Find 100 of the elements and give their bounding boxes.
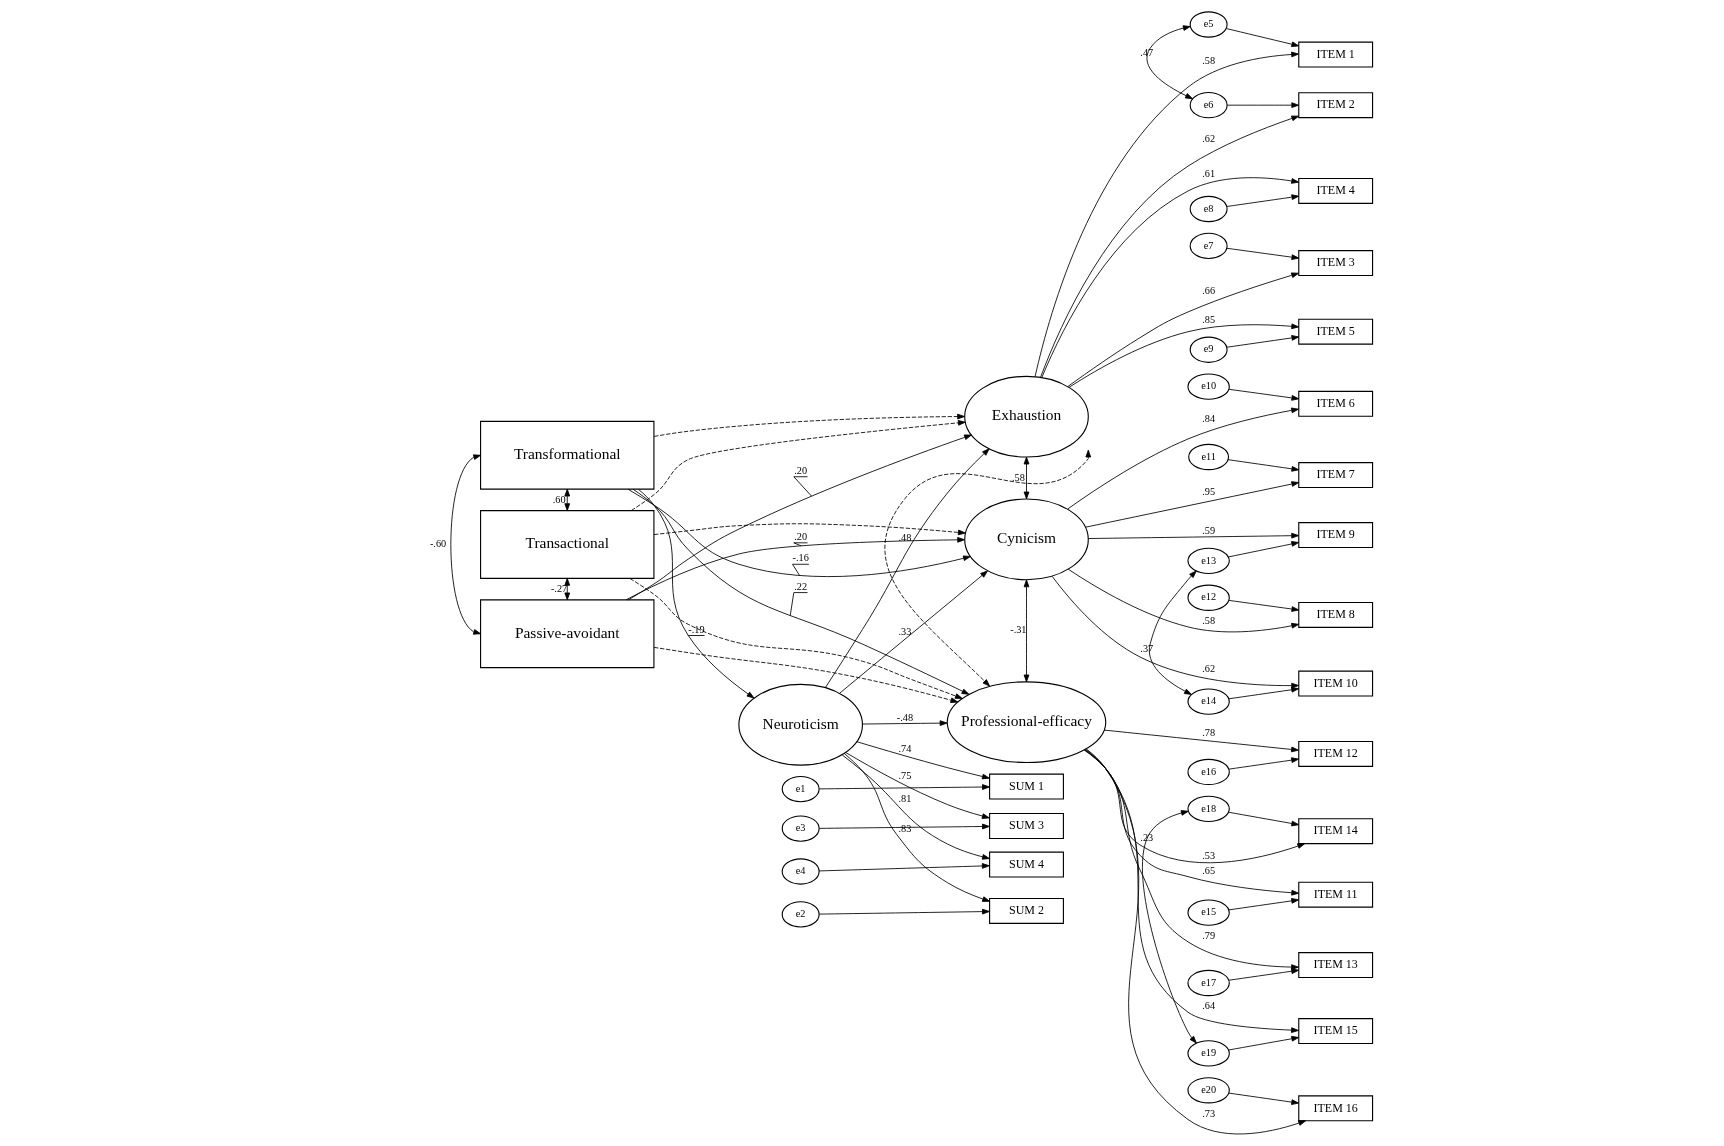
arrow — [632, 488, 970, 695]
arrow — [625, 537, 965, 601]
node-box: ITEM 14 — [1298, 818, 1374, 845]
arrow — [1023, 456, 1030, 500]
node-ellipse: e13 — [1187, 547, 1230, 574]
arrow — [1067, 407, 1299, 510]
arrow — [1228, 1092, 1299, 1105]
edge-label: .22 — [794, 580, 808, 592]
arrow — [1088, 532, 1300, 539]
arrow — [1041, 177, 1299, 378]
arrow — [1146, 25, 1193, 100]
arrow — [1051, 575, 1299, 689]
node-box: SUM 3 — [989, 813, 1064, 839]
edge-label: .60 — [552, 493, 566, 505]
node-box: ITEM 12 — [1298, 740, 1374, 767]
edge-label: .74 — [898, 742, 912, 754]
arrow — [1226, 102, 1300, 108]
arrow — [862, 720, 948, 726]
node-ellipse: e1 — [781, 775, 820, 803]
edge-label: .53 — [1202, 850, 1216, 862]
node-ellipse: e2 — [781, 901, 820, 928]
arrow — [1228, 968, 1299, 981]
arrow — [1228, 541, 1300, 558]
arrow — [845, 752, 990, 819]
edge-label: -.19 — [688, 623, 705, 635]
arrow — [856, 741, 990, 780]
arrow — [1068, 323, 1300, 388]
edge-label: -.60 — [429, 538, 447, 550]
arrow — [629, 578, 963, 699]
arrow — [1067, 272, 1299, 387]
arrow — [819, 784, 990, 790]
edge-label: .79 — [1202, 929, 1216, 941]
node-box: ITEM 16 — [1298, 1095, 1374, 1122]
node-box: ITEM 5 — [1298, 318, 1374, 345]
arrow — [1142, 810, 1197, 1044]
arrow — [1228, 388, 1300, 401]
arrow — [1084, 749, 1299, 970]
node-box: ITEM 9 — [1298, 522, 1374, 549]
edge-label: .58 — [1202, 614, 1216, 626]
node-ellipse: e11 — [1188, 443, 1230, 471]
edge-label: -.31 — [1010, 624, 1027, 636]
node-box: ITEM 1 — [1298, 41, 1374, 68]
node-box: ITEM 4 — [1298, 178, 1374, 204]
arrow — [1040, 115, 1300, 378]
arrow — [564, 488, 571, 511]
arrow — [1226, 247, 1300, 260]
node-box: ITEM 15 — [1298, 1018, 1374, 1045]
edge-label: .58 — [1202, 54, 1216, 66]
node-box: ITEM 11 — [1298, 881, 1374, 908]
arrow — [1226, 335, 1300, 348]
node-ellipse: e6 — [1189, 92, 1228, 119]
node-ellipse: e3 — [781, 815, 820, 842]
arrow — [627, 488, 971, 577]
arrow — [1103, 729, 1299, 753]
arrow — [841, 754, 990, 860]
node-box: ITEM 8 — [1298, 601, 1374, 628]
edge-label: .23 — [1140, 831, 1154, 843]
node-box: Transformational — [480, 420, 655, 490]
edge-label: .75 — [898, 770, 912, 782]
edge-label: .47 — [1140, 47, 1154, 59]
edge-label: -.16 — [792, 552, 809, 564]
edge-label: .62 — [1202, 663, 1216, 675]
node-box: SUM 2 — [989, 897, 1064, 924]
edge-label: .85 — [1202, 313, 1216, 325]
node-ellipse: Neuroticism — [738, 683, 863, 766]
node-box: SUM 4 — [989, 851, 1064, 878]
edge-label: .62 — [1202, 132, 1216, 144]
node-ellipse: e18 — [1187, 795, 1230, 822]
edge-label: .59 — [1202, 524, 1216, 536]
node-box: Transactional — [480, 510, 655, 579]
arrow — [1148, 570, 1197, 695]
node-ellipse: e16 — [1187, 758, 1230, 786]
edge-label: -.27 — [550, 582, 568, 594]
node-ellipse: e10 — [1187, 373, 1230, 400]
arrow — [1085, 748, 1307, 1135]
arrow — [564, 578, 571, 601]
edge-label: .58 — [1011, 471, 1025, 483]
arrow — [839, 570, 988, 694]
arrow — [450, 454, 481, 635]
node-box: SUM 1 — [989, 773, 1064, 800]
edge-label: .73 — [1202, 1107, 1216, 1119]
arrow — [630, 420, 966, 511]
arrow — [1034, 51, 1299, 378]
node-box: ITEM 10 — [1298, 670, 1374, 697]
arrow — [824, 448, 990, 689]
arrow — [1226, 194, 1300, 207]
node-ellipse: e9 — [1189, 336, 1228, 363]
arrow — [1083, 749, 1306, 864]
node-ellipse: e5 — [1189, 11, 1228, 38]
arrow — [1085, 481, 1300, 528]
arrow — [819, 823, 990, 830]
node-ellipse: e12 — [1187, 584, 1230, 611]
arrow — [843, 753, 990, 902]
arrow — [1085, 748, 1299, 1033]
node-box: ITEM 6 — [1298, 390, 1374, 417]
edge-label: .20 — [794, 464, 808, 476]
arrow — [653, 646, 959, 703]
arrow — [1228, 1035, 1300, 1051]
edge-label: .66 — [1202, 284, 1216, 296]
edge-label: .95 — [1202, 486, 1216, 498]
